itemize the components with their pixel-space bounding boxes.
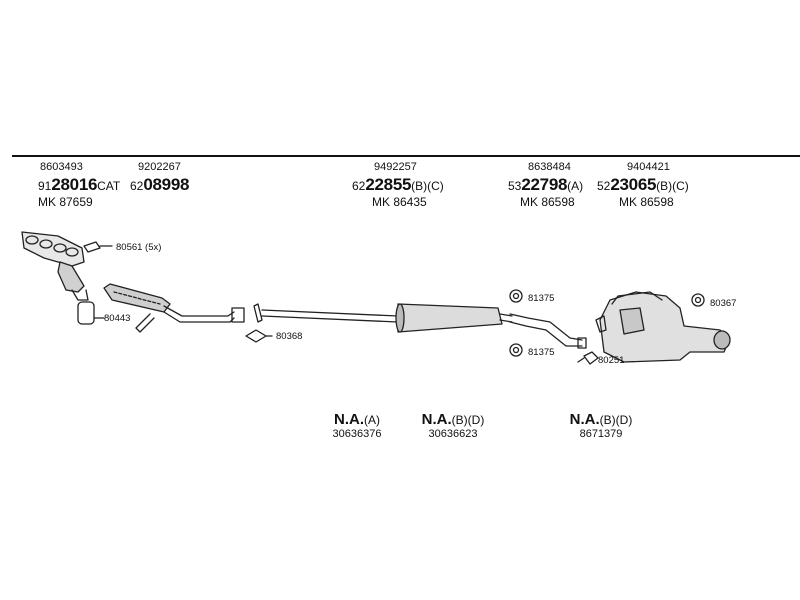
- part-group-center: 9492257 6222855(B)(C) MK 86435: [352, 161, 444, 209]
- part-suffix: (B)(C): [656, 179, 689, 193]
- part-number[interactable]: 5223065(B)(C): [597, 176, 689, 193]
- part-suffix: (A): [567, 179, 584, 193]
- na-variant: (B)(D): [599, 413, 633, 427]
- part-ref-number: 8638484: [528, 161, 571, 173]
- part-ref-number: 9202267: [138, 161, 181, 173]
- part-ref-number: 9492257: [374, 161, 417, 173]
- na-item-bd-2[interactable]: N.A.(B)(D) 8671379: [556, 412, 646, 440]
- na-label: N.A.: [569, 411, 600, 428]
- na-item-a[interactable]: N.A.(A) 30636376: [322, 412, 392, 440]
- clamp-81375-upper[interactable]: [509, 289, 523, 303]
- part-number[interactable]: 6222855(B)(C): [352, 176, 444, 193]
- part-main: 08998: [143, 175, 190, 194]
- part-main: 28016: [51, 175, 98, 194]
- na-label: N.A.: [334, 411, 364, 428]
- header-rule: [12, 155, 800, 157]
- part-suffix: CAT: [97, 179, 121, 193]
- gasket-80443[interactable]: [77, 301, 105, 325]
- clamp-81375-lower[interactable]: [509, 343, 523, 357]
- part-ref-number: 9404421: [627, 161, 670, 173]
- part-group-front-pipe: 9202267 6208998: [130, 161, 189, 194]
- part-group-manifold: 8603493 9128016CAT MK 87659: [38, 161, 120, 209]
- part-prefix: 62: [352, 179, 366, 193]
- part-main: 22798: [521, 175, 568, 194]
- rear-muffler[interactable]: [595, 291, 731, 363]
- part-prefix: 62: [130, 179, 144, 193]
- part-number[interactable]: 6208998: [130, 176, 189, 193]
- part-main: 23065: [610, 175, 657, 194]
- hanger-80367[interactable]: [691, 293, 705, 307]
- mk-number: MK 86598: [520, 195, 575, 209]
- center-pipe-muffler[interactable]: [253, 303, 513, 333]
- callout-80251: 80251: [598, 355, 625, 366]
- na-variant: (B)(D): [451, 413, 485, 427]
- exhaust-manifold[interactable]: [21, 231, 89, 301]
- part-group-rear-bc: 9404421 5223065(B)(C) MK 86598: [597, 161, 689, 209]
- na-item-bd-1[interactable]: N.A.(B)(D) 30636623: [408, 412, 498, 440]
- mk-number: MK 86598: [619, 195, 674, 209]
- na-label: N.A.: [421, 411, 452, 428]
- na-number: 30636376: [332, 428, 382, 440]
- part-ref-number: 8603493: [40, 161, 83, 173]
- na-number: 8671379: [579, 428, 623, 440]
- part-group-rear-a: 8638484 5322798(A) MK 86598: [508, 161, 583, 209]
- gasket-80251[interactable]: [577, 351, 599, 365]
- part-prefix: 91: [38, 179, 52, 193]
- mk-number: MK 86435: [372, 195, 427, 209]
- front-pipe-catalyst[interactable]: [103, 283, 245, 333]
- na-variant: (A): [364, 413, 380, 427]
- part-number[interactable]: 5322798(A): [508, 176, 583, 193]
- gasket-80561[interactable]: [83, 241, 113, 253]
- part-number[interactable]: 9128016CAT: [38, 176, 120, 193]
- callout-81375-upper: 81375: [528, 293, 555, 304]
- intermediate-pipe[interactable]: [509, 313, 587, 349]
- callout-80561: 80561 (5x): [116, 242, 162, 253]
- part-main: 22855: [365, 175, 412, 194]
- callout-80368: 80368: [276, 331, 303, 342]
- gasket-80368[interactable]: [245, 329, 273, 343]
- part-prefix: 52: [597, 179, 611, 193]
- part-prefix: 53: [508, 179, 522, 193]
- mk-number: MK 87659: [38, 195, 93, 209]
- part-suffix: (B)(C): [411, 179, 444, 193]
- callout-81375-lower: 81375: [528, 347, 555, 358]
- callout-80367: 80367: [710, 298, 737, 309]
- callout-80443: 80443: [104, 313, 131, 324]
- na-number: 30636623: [428, 428, 478, 440]
